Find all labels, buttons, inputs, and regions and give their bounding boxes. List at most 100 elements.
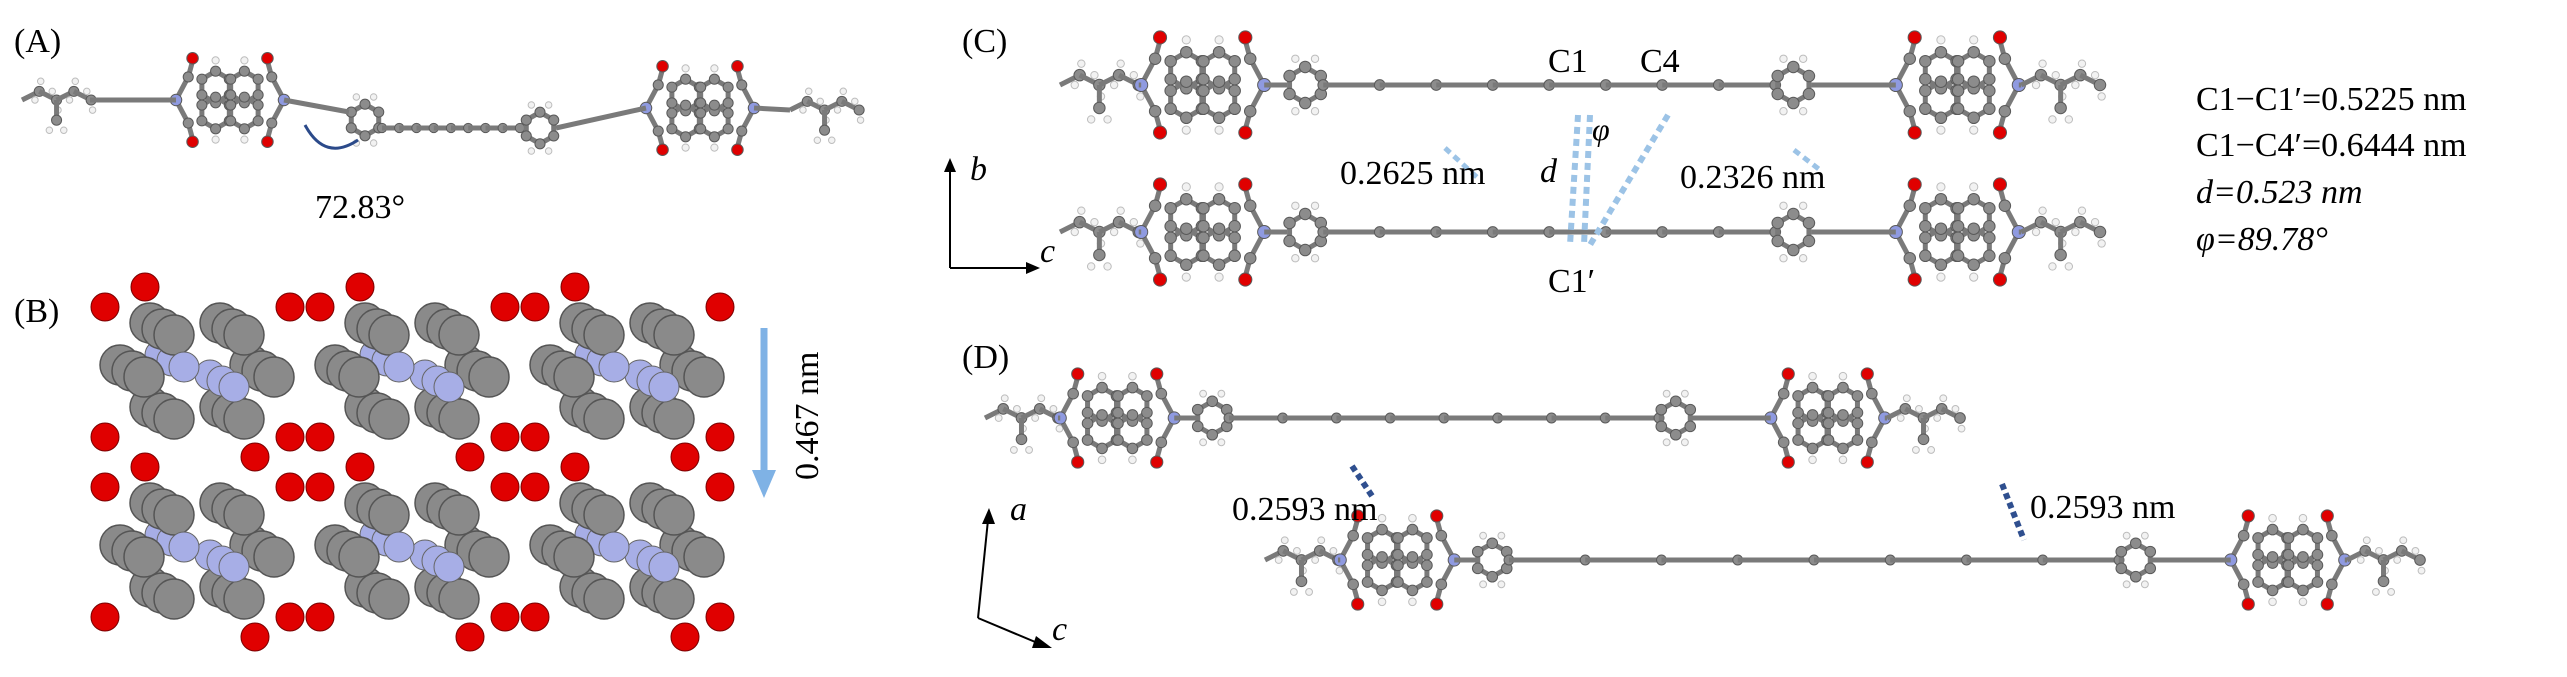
carbon-atom (1212, 111, 1226, 125)
carbon-atom (1180, 192, 1193, 206)
oxygen-atom (1860, 367, 1874, 381)
carbon-atom (1903, 199, 1917, 212)
carbon-atom (695, 81, 707, 93)
hydrogen-atom (799, 106, 807, 114)
hydrogen-atom (1217, 389, 1226, 398)
stack-oxygen (560, 272, 590, 302)
carbon-atom (1983, 102, 1996, 116)
stack-oxygen (670, 442, 700, 472)
hydrogen-atom (1939, 394, 1948, 403)
carbon-atom (1298, 60, 1312, 74)
carbon-atom (1164, 84, 1177, 97)
carbon-atom (1471, 545, 1484, 558)
carbon-atom (1851, 390, 1864, 402)
carbon-atom (1096, 381, 1108, 394)
carbon-atom (1197, 220, 1210, 233)
carbon-atom (252, 89, 264, 101)
carbon-atom (1406, 551, 1419, 563)
carbon-atom (1093, 101, 1106, 115)
stack-oxygen (275, 472, 305, 502)
panel-a-angle: 72.83° (315, 189, 405, 226)
carbon-atom (210, 123, 222, 135)
carbon-atom (2237, 529, 2250, 542)
carbon-atom (2129, 570, 2142, 583)
hydrogen-atom (1181, 125, 1191, 135)
hydrogen-atom (1136, 239, 1145, 248)
carbon-atom (1435, 578, 1448, 591)
stack-carbon (653, 398, 695, 440)
carbon-atom (359, 130, 371, 142)
stack-carbon (438, 578, 480, 620)
carbon-atom (1228, 249, 1241, 263)
contact-line-d-right (1999, 482, 2027, 542)
phi-symbol: φ (1592, 111, 1610, 147)
axis-a-label: a (1010, 491, 1027, 528)
hydrogen-atom (681, 143, 690, 152)
carbon-atom (1197, 102, 1210, 116)
carbon-atom (1983, 249, 1996, 263)
carbon-atom (1934, 222, 1948, 235)
carbon-atom (1197, 84, 1210, 97)
hydrogen-atom (1497, 531, 1506, 540)
hydrogen-atom (2372, 588, 2380, 596)
carbon-atom (1998, 105, 2012, 118)
carbon-atom (1228, 102, 1241, 116)
oxygen-atom (2320, 597, 2334, 611)
hydrogen-atom (1479, 531, 1488, 540)
carbon-atom (1903, 251, 1917, 265)
carbon-atom (1919, 102, 1932, 116)
hydrogen-atom (1291, 107, 1300, 116)
carbon-atom (1180, 75, 1193, 88)
carbon-atom (1684, 420, 1697, 433)
carbon-atom (1951, 231, 1965, 244)
carbon-atom (1093, 248, 1106, 262)
hydrogen-atom (1680, 438, 1689, 447)
carbon-atom (2129, 537, 2142, 550)
stack-carbon (338, 536, 380, 578)
metric-3: d=0.523 nm (2196, 174, 2363, 211)
panel-b: (B) 0.467 nm (14, 272, 826, 652)
carbon-atom (2297, 584, 2309, 597)
hydrogen-atom (1957, 424, 1966, 433)
stack-nitrogen (218, 371, 250, 403)
oxygen-atom (1150, 455, 1164, 469)
carbon-atom (1112, 417, 1124, 430)
hydrogen-atom (2393, 556, 2402, 564)
carbon-atom (1406, 523, 1419, 536)
carbon-atom (1421, 548, 1433, 561)
stack-nitrogen (383, 531, 415, 563)
hydrogen-atom (1838, 371, 1848, 381)
hydrogen-atom (1291, 254, 1300, 263)
carbon-atom (1919, 73, 1932, 86)
panel-d-molecules (983, 367, 2426, 611)
hydrogen-atom (211, 135, 220, 144)
oxygen-atom (1071, 455, 1085, 469)
hydrogen-atom (856, 116, 865, 124)
panel-d: (D) 0.2593 nm 0.2593 nm a c (962, 339, 2426, 648)
stack-carbon (153, 494, 195, 536)
hydrogen-atom (1103, 115, 1112, 124)
carbon-atom (1081, 417, 1094, 430)
carbon-atom (1777, 387, 1790, 400)
stack-oxygen (520, 422, 550, 452)
hydrogen-atom (1086, 115, 1096, 124)
stack-carbon (368, 578, 410, 620)
hydrogen-atom (65, 96, 74, 104)
oxygen-atom (1907, 125, 1922, 140)
angle-arc (303, 124, 359, 150)
carbon-atom (2326, 578, 2338, 591)
hydrogen-atom (544, 147, 553, 155)
carbon-atom (1228, 231, 1241, 244)
carbon-atom (1164, 249, 1177, 263)
stack-oxygen (345, 452, 375, 482)
hydrogen-atom (1214, 35, 1224, 45)
panel-a-label: (A) (14, 23, 61, 60)
hydrogen-atom (1097, 455, 1107, 465)
oxygen-atom (2241, 509, 2255, 523)
stack-oxygen (705, 422, 735, 452)
stack-oxygen (90, 602, 120, 632)
carbon-atom (1822, 406, 1835, 419)
carbon-atom (1180, 222, 1193, 235)
stack-oxygen (305, 602, 335, 632)
stack-carbon (153, 314, 195, 356)
